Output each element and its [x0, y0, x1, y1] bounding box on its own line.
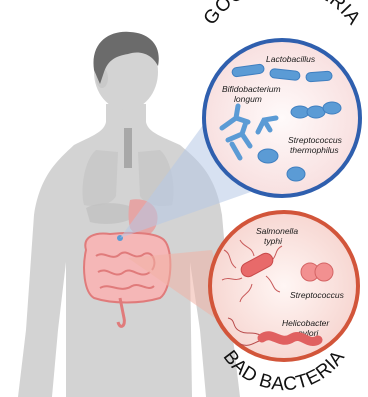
bifidobacterium-label-2: longum	[234, 94, 262, 104]
esophagus	[124, 128, 132, 168]
salmonella-label-1: Salmonella	[256, 226, 298, 236]
streptococcus-thermophilus-label-1: Streptococcus	[288, 135, 343, 145]
streptococcus-label: Streptococcus	[290, 290, 345, 300]
streptococcus-thermophilus-label-2: thermophilus	[290, 145, 339, 155]
streptococcus-bacteria	[301, 263, 333, 281]
lactobacillus-label: Lactobacillus	[266, 54, 316, 64]
human-figure	[18, 32, 240, 397]
bifidobacterium-label-1: Bifidobacterium	[222, 84, 281, 94]
salmonella-label-2: typhi	[264, 236, 283, 246]
good-bacteria-title: GOOD BACTERIA	[200, 0, 365, 29]
bad-bacteria-panel: BAD BACTERIA Salmonella typhi Streptococ…	[210, 212, 358, 395]
good-bacteria-panel: GOOD BACTERIA Lactobacillus Bifidobacter…	[200, 0, 365, 196]
helicobacter-label-1: Helicobacter	[282, 318, 330, 328]
